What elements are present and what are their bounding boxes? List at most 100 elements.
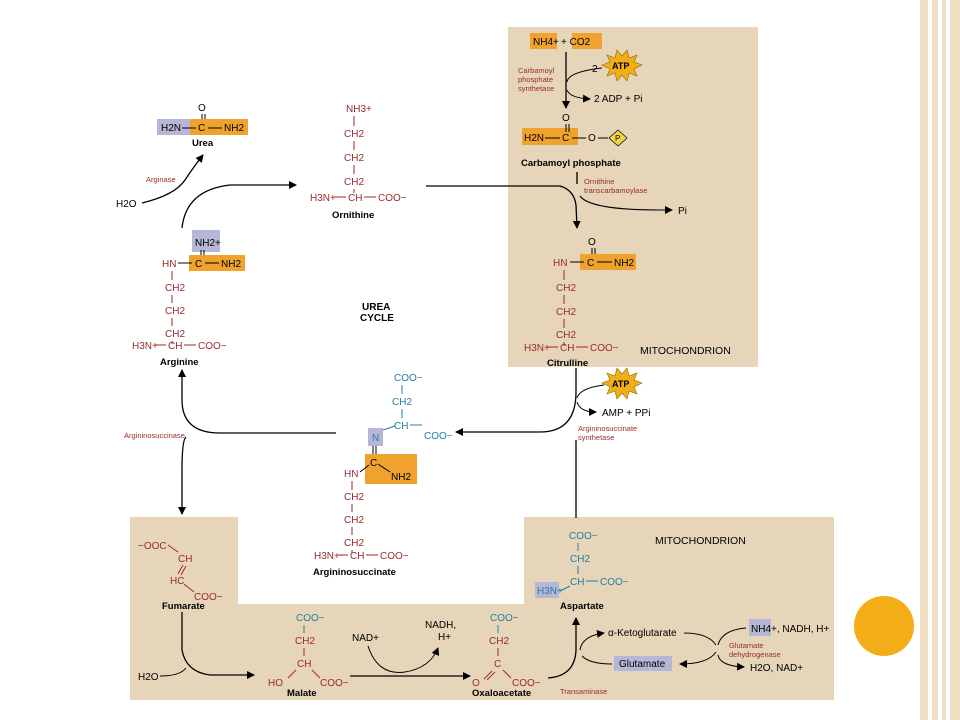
enzyme-arginase: Arginase: [146, 175, 176, 184]
chemical-group-label: CH: [297, 659, 311, 670]
asl-arrow-to-fumarate: [178, 436, 187, 515]
chemical-group-label: HC: [170, 576, 184, 587]
chemical-group-label: −OOC: [138, 541, 167, 552]
chemical-group-label: COO−: [569, 531, 598, 542]
argininosuccinate-molecule: COO− CH2 CH COO− N C HN NH2 CH2 CH2 CH2 …: [313, 373, 453, 578]
chemical-group-label: COO−: [490, 613, 519, 624]
chemical-group-label: CH2: [344, 492, 364, 503]
chemical-group-label: O: [198, 103, 206, 114]
chemical-group-label: COO−: [600, 577, 629, 588]
chemical-group-label: COO−: [378, 193, 407, 204]
adp-reagent: 2 ADP + Pi: [594, 94, 642, 105]
enzyme-cps-3: synthetase: [518, 84, 554, 93]
fumarate-molecule: −OOC CH HC COO− Fumarate: [138, 541, 223, 612]
arginine-molecule: NH2+ HN C NH2 CH2 CH2 CH2 H3N+ CH COO− A…: [132, 230, 245, 368]
chemical-group-label: C: [195, 259, 202, 270]
chemical-group-label: CH2: [556, 330, 576, 341]
chemical-group-label: HN: [162, 259, 176, 270]
mitochondrion-label-bottom: MITOCHONDRION: [655, 535, 746, 547]
chemical-group-label: CH: [394, 421, 408, 432]
argininosuccinate-name: Argininosuccinate: [313, 567, 396, 578]
chemical-group-label: H3N+: [310, 193, 336, 204]
mitochondrion-top-region: [508, 27, 758, 367]
amp-reagent: AMP + PPi: [602, 408, 650, 419]
enzyme-otc-2: transcarbamoylase: [584, 186, 647, 195]
chemical-group-label: CH2: [556, 307, 576, 318]
enzyme-argininosuccinase: Argininosuccinase: [124, 431, 185, 440]
transaminase-arrow: [547, 617, 580, 679]
h2o-nad-label: H2O, NAD+: [750, 663, 803, 674]
atp-star-mid: [601, 367, 643, 400]
enzyme-ass-1: Argininosuccinate: [578, 424, 637, 433]
chemical-group-label: CH: [168, 341, 182, 352]
chemical-group-label: CH: [348, 193, 362, 204]
urea-cycle-label-1: UREA: [362, 302, 390, 313]
chemical-group-label: H3N+: [132, 341, 158, 352]
chemical-group-label: O: [588, 237, 596, 248]
chemical-group-label: CH2: [344, 129, 364, 140]
ornithine-to-otc-arrow: [426, 185, 581, 229]
ornithine-molecule: NH3+ CH2 CH2 CH2 H3N+ CH COO− Ornithine: [310, 104, 407, 221]
chemical-group-label: C: [587, 258, 594, 269]
h2o-bottom: H2O: [138, 672, 159, 683]
co2-reagent: + CO2: [561, 37, 591, 48]
chemical-group-label: N: [372, 433, 379, 444]
nh4-nadh-label: NH4+, NADH, H+: [751, 624, 830, 635]
arginine-name: Arginine: [160, 357, 199, 368]
atp-star-top: [601, 49, 643, 82]
malate-molecule: COO− CH2 CH HO COO− Malate: [268, 613, 349, 699]
otc-pi-arrow: [579, 195, 673, 214]
nad-reagent: NAD+: [352, 633, 379, 644]
urea-molecule: O H2N C NH2 Urea: [157, 103, 248, 149]
citrulline-name: Citrulline: [547, 358, 588, 369]
chemical-group-label: CH2: [344, 177, 364, 188]
chemical-group-label: O: [472, 678, 480, 689]
chemical-group-label: C: [562, 133, 569, 144]
chemical-group-label: CH2: [165, 329, 185, 340]
chemical-group-label: H3N+: [314, 551, 340, 562]
chemical-group-label: H3N+: [537, 586, 563, 597]
chemical-group-label: COO−: [424, 431, 453, 442]
fumarate-name: Fumarate: [162, 601, 205, 612]
enzyme-transaminase: Transaminase: [560, 687, 607, 696]
oxaloacetate-name: Oxaloacetate: [472, 688, 531, 699]
chemical-group-label: COO−: [394, 373, 423, 384]
atp-two: 2: [592, 64, 598, 75]
chemical-group-label: C: [198, 123, 205, 134]
chemical-group-label: CH2: [392, 397, 412, 408]
enzyme-gdh-2: dehydrogenase: [729, 650, 781, 659]
enzyme-gdh-1: Glutamate: [729, 641, 764, 650]
atp-label-mid: ATP: [612, 379, 629, 389]
chemical-group-label: C: [494, 659, 501, 670]
arg-to-ornithine-arrow: [181, 181, 297, 229]
chemical-group-label: COO−: [512, 678, 541, 689]
chemical-group-label: COO−: [380, 551, 409, 562]
ass-arrow: [455, 368, 577, 436]
chemical-group-label: HO: [268, 678, 283, 689]
nh4-reagent: NH4+: [533, 37, 559, 48]
chemical-group-label: HN: [344, 469, 358, 480]
h2o-left: H2O: [116, 199, 137, 210]
aspartate-name: Aspartate: [560, 601, 604, 612]
atp-label-top: ATP: [612, 61, 629, 71]
chemical-group-label: HN: [553, 258, 567, 269]
chemical-group-label: P: [615, 134, 620, 143]
h-plus-reagent: H+: [438, 632, 451, 643]
chemical-group-label: NH2+: [195, 238, 221, 249]
chemical-group-label: CH2: [165, 306, 185, 317]
chemical-group-label: H2N: [161, 123, 181, 134]
enzyme-cps-1: Carbamoyl: [518, 66, 555, 75]
chemical-group-label: COO−: [198, 341, 227, 352]
chemical-group-label: CH: [560, 343, 574, 354]
chemical-group-label: NH2: [221, 259, 241, 270]
chemical-group-label: O: [588, 133, 596, 144]
chemical-group-label: COO−: [590, 343, 619, 354]
urea-cycle-label-2: CYCLE: [360, 313, 394, 324]
chemical-group-label: CH2: [570, 554, 590, 565]
glutamate-label: Glutamate: [619, 659, 666, 670]
chemical-group-label: COO−: [194, 592, 223, 603]
chemical-group-label: CH2: [344, 515, 364, 526]
decorative-stripes: [920, 0, 960, 720]
chemical-group-label: H2N: [524, 133, 544, 144]
